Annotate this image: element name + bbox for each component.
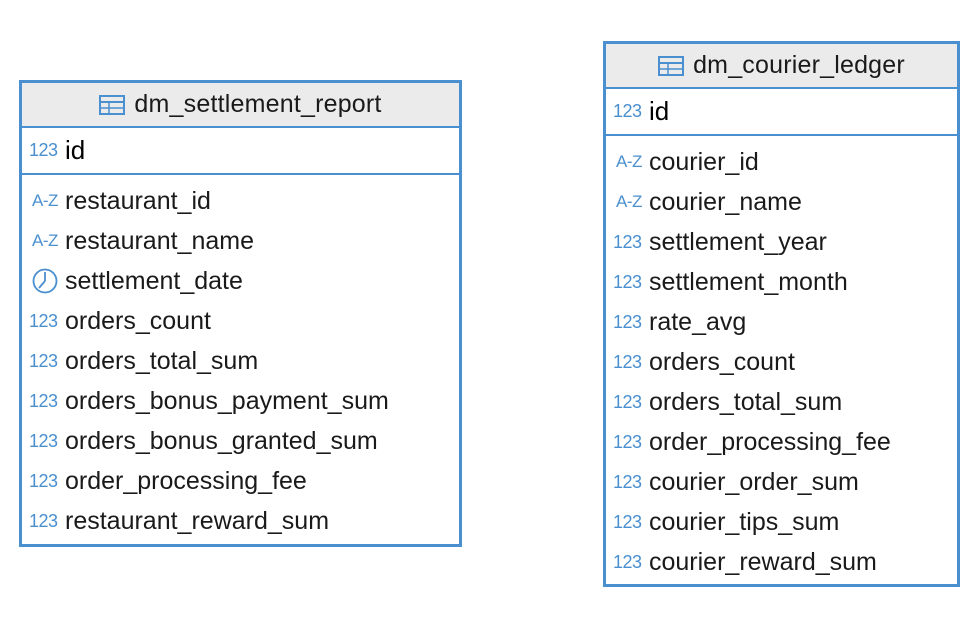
column-list: A-Z restaurant_id A-Z restaurant_name se… — [22, 175, 459, 541]
column-row[interactable]: 123 orders_bonus_payment_sum — [22, 381, 459, 421]
column-row[interactable]: 123 restaurant_reward_sum — [22, 501, 459, 541]
numeric-type-icon: 123 — [613, 311, 642, 332]
numeric-type-icon: 123 — [29, 510, 58, 531]
column-row[interactable]: 123 rate_avg — [606, 302, 957, 342]
numeric-type-icon: 123 — [29, 140, 58, 160]
column-row[interactable]: 123 courier_tips_sum — [606, 502, 957, 542]
column-name: courier_tips_sum — [649, 507, 840, 536]
string-type-icon: A-Z — [616, 192, 642, 211]
column-name: restaurant_id — [65, 186, 211, 215]
column-name: restaurant_reward_sum — [65, 506, 330, 535]
numeric-type-icon: 123 — [29, 310, 58, 331]
numeric-type-icon: 123 — [613, 391, 642, 412]
column-name: orders_bonus_granted_sum — [65, 426, 378, 455]
column-row[interactable]: 123 order_processing_fee — [606, 422, 957, 462]
column-name: id — [65, 135, 86, 165]
column-name: rate_avg — [649, 307, 747, 336]
column-list: A-Z courier_id A-Z courier_name 123 sett… — [606, 136, 957, 582]
entity-title: dm_courier_ledger — [693, 51, 905, 79]
column-name: orders_total_sum — [65, 346, 259, 375]
column-row[interactable]: A-Z restaurant_name — [22, 221, 459, 261]
column-row[interactable]: 123 courier_order_sum — [606, 462, 957, 502]
entity-dm-courier-ledger[interactable]: dm_courier_ledger 123 id A-Z courier_id … — [603, 41, 960, 587]
entity-header[interactable]: dm_courier_ledger — [606, 44, 957, 89]
numeric-type-icon: 123 — [613, 511, 642, 532]
numeric-type-icon: 123 — [613, 471, 642, 492]
numeric-type-icon: 123 — [29, 430, 58, 451]
column-name: courier_id — [649, 147, 759, 176]
column-row[interactable]: 123 orders_total_sum — [606, 382, 957, 422]
string-type-icon: A-Z — [616, 152, 642, 171]
column-name: settlement_month — [649, 267, 848, 296]
column-name: orders_count — [649, 347, 795, 376]
column-row[interactable]: A-Z courier_name — [606, 182, 957, 222]
column-name: orders_count — [65, 306, 211, 335]
numeric-type-icon: 123 — [29, 350, 58, 371]
column-name: courier_reward_sum — [649, 547, 877, 576]
column-name: restaurant_name — [65, 226, 255, 255]
column-row[interactable]: 123 orders_count — [22, 301, 459, 341]
column-name: settlement_year — [649, 227, 827, 256]
table-icon — [658, 55, 685, 76]
primary-key-row[interactable]: 123 id — [22, 128, 459, 175]
numeric-type-icon: 123 — [29, 470, 58, 491]
column-name: order_processing_fee — [65, 466, 307, 495]
entity-dm-settlement-report[interactable]: dm_settlement_report 123 id A-Z restaura… — [19, 80, 462, 547]
column-row[interactable]: A-Z courier_id — [606, 142, 957, 182]
string-type-icon: A-Z — [32, 231, 58, 250]
entity-header[interactable]: dm_settlement_report — [22, 83, 459, 128]
numeric-type-icon: 123 — [613, 351, 642, 372]
numeric-type-icon: 123 — [613, 431, 642, 452]
column-name: courier_order_sum — [649, 467, 859, 496]
table-icon — [99, 94, 126, 115]
string-type-icon: A-Z — [32, 191, 58, 210]
column-row[interactable]: 123 orders_count — [606, 342, 957, 382]
column-name: id — [649, 96, 670, 126]
numeric-type-icon: 123 — [29, 390, 58, 411]
clock-icon — [29, 268, 65, 294]
column-row[interactable]: 123 orders_bonus_granted_sum — [22, 421, 459, 461]
column-name: orders_bonus_payment_sum — [65, 386, 389, 415]
column-row[interactable]: 123 courier_reward_sum — [606, 542, 957, 582]
numeric-type-icon: 123 — [613, 551, 642, 572]
numeric-type-icon: 123 — [613, 101, 642, 121]
primary-key-row[interactable]: 123 id — [606, 89, 957, 136]
column-row[interactable]: A-Z restaurant_id — [22, 181, 459, 221]
numeric-type-icon: 123 — [613, 231, 642, 252]
column-row[interactable]: settlement_date — [22, 261, 459, 301]
entity-title: dm_settlement_report — [134, 90, 382, 118]
column-row[interactable]: 123 settlement_month — [606, 262, 957, 302]
column-row[interactable]: 123 order_processing_fee — [22, 461, 459, 501]
column-row[interactable]: 123 settlement_year — [606, 222, 957, 262]
column-name: order_processing_fee — [649, 427, 891, 456]
numeric-type-icon: 123 — [613, 271, 642, 292]
column-row[interactable]: 123 orders_total_sum — [22, 341, 459, 381]
column-name: settlement_date — [65, 266, 243, 295]
column-name: orders_total_sum — [649, 387, 843, 416]
column-name: courier_name — [649, 187, 802, 216]
